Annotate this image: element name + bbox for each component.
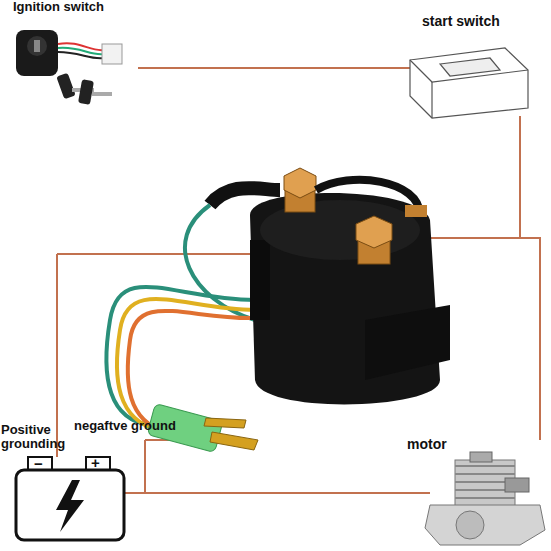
component-label: motor [407,437,447,452]
component-label: Ignition switch [13,0,104,14]
battery [16,457,124,540]
terminal-sign: − [34,456,43,473]
terminal-sign: + [91,455,100,472]
component-label: start switch [422,14,500,29]
starter-solenoid [106,168,450,453]
engine [425,452,545,545]
wire-set [57,68,540,493]
start-switch [410,48,528,118]
component-label: negaftve ground [74,419,176,433]
component-label: Positive grounding [1,423,81,452]
ignition-switch [16,30,122,105]
